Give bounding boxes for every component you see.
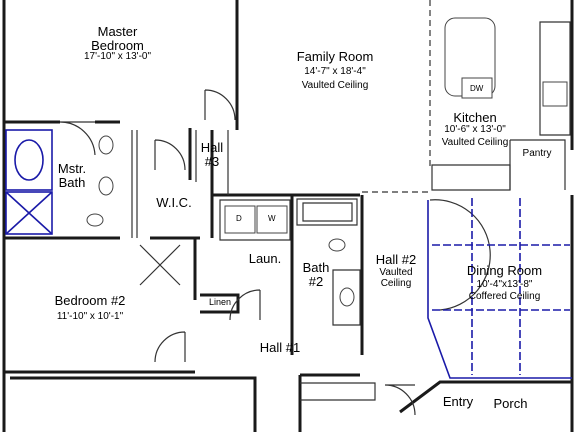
- porch-wall: [399, 380, 572, 414]
- mbath-toilet: [86, 213, 104, 227]
- master-bedroom-dims: 17'-10" x 13'-0": [83, 51, 152, 62]
- mbath-sink-upper: [98, 135, 114, 155]
- fixtures: [86, 17, 568, 307]
- family-room-dims: 14'-7" x 18'-4": [304, 66, 366, 77]
- laundry-name: Laun.: [248, 251, 282, 266]
- hall3-door: [204, 89, 236, 121]
- entry-door: [384, 384, 416, 416]
- bath2-toilet: [328, 238, 346, 252]
- blue-fixtures: [5, 129, 572, 379]
- hall3-lines: [195, 130, 229, 195]
- hall2-note-line2: Ceiling: [380, 277, 412, 289]
- porch-name: Porch: [493, 396, 528, 411]
- kitchen-note: Vaulted Ceiling: [441, 137, 509, 148]
- mstr-bath-name-line1: Mstr.: [57, 161, 87, 176]
- mstr-bath-name-line2: Bath: [58, 174, 86, 190]
- dryer-label: D: [236, 214, 242, 223]
- hall2-name: Hall #2: [375, 252, 417, 267]
- pantry-walls: [509, 139, 566, 190]
- mstr-bath-name: Mstr. Bath: [52, 162, 92, 189]
- linen-walls: [200, 293, 240, 314]
- bedroom2-name: Bedroom #2: [54, 293, 126, 308]
- interior-lines: [131, 0, 571, 401]
- lower-left-room-wall: [10, 376, 257, 432]
- hall2-note: Vaulted Ceiling: [366, 267, 426, 289]
- closet-doors: [139, 244, 181, 286]
- master-bedroom-name: Master Bedroom: [80, 25, 155, 52]
- doors: [59, 89, 491, 416]
- mbath-sink-lower: [98, 176, 114, 196]
- bath2-name-line1: Bath: [302, 260, 330, 275]
- master-tub: [5, 129, 53, 191]
- pantry-name: Pantry: [522, 148, 552, 159]
- hall3-name-line2: #3: [204, 153, 220, 169]
- shower-drain-lines: [5, 191, 53, 235]
- dishwasher-label: DW: [470, 84, 484, 93]
- wic-name: W.I.C.: [156, 195, 192, 210]
- master-bedroom-name-line1: Master: [97, 24, 138, 39]
- bath2-tub: [296, 198, 358, 226]
- entry-name: Entry: [442, 394, 474, 409]
- bath2-name-line2: #2: [308, 273, 324, 289]
- lower-closet: [300, 382, 376, 401]
- wic-door: [154, 139, 186, 171]
- dining-room-name: Dining Room: [466, 263, 543, 278]
- hall3-name-line1: Hall: [200, 140, 224, 155]
- hall3-name: Hall #3: [197, 141, 227, 168]
- master-tub-basin: [14, 139, 44, 181]
- family-room-note: Vaulted Ceiling: [301, 80, 369, 91]
- hall1-door: [154, 331, 186, 363]
- kitchen-name: Kitchen: [453, 110, 497, 125]
- linen-name: Linen: [208, 297, 232, 307]
- washer-label: W: [268, 214, 276, 223]
- dining-swing: [429, 199, 491, 311]
- wic-closet-shelf: [131, 130, 138, 238]
- dining-room-note: Coffered Ceiling: [468, 291, 541, 302]
- bath2-sink: [339, 287, 355, 307]
- dining-room-dims: 10'-4"x13'-8": [476, 279, 533, 290]
- hall1-name: Hall #1: [259, 340, 301, 355]
- hall2-note-line1: Vaulted: [379, 267, 413, 278]
- washer-box: [256, 205, 288, 234]
- kitchen-dims: 10'-6" x 13'-0": [444, 124, 506, 135]
- dryer-box: [224, 205, 256, 234]
- bath2-name: Bath #2: [298, 261, 334, 288]
- master-bedroom-name-line2: Bedroom: [91, 37, 144, 53]
- laundry-shelf: [219, 199, 291, 241]
- coffered-grid: [432, 198, 570, 375]
- entry-left-wall: [298, 373, 360, 432]
- dishwasher-box: [461, 77, 493, 99]
- bath2-vanity: [332, 269, 361, 326]
- master-shower: [5, 191, 53, 235]
- bedroom2-dims: 11'-10" x 10'-1": [56, 311, 124, 322]
- family-room-name: Family Room: [296, 49, 374, 64]
- range: [542, 81, 568, 107]
- laundry-door: [229, 289, 261, 321]
- dining-outline: [427, 200, 572, 379]
- master-bath-door: [59, 121, 96, 156]
